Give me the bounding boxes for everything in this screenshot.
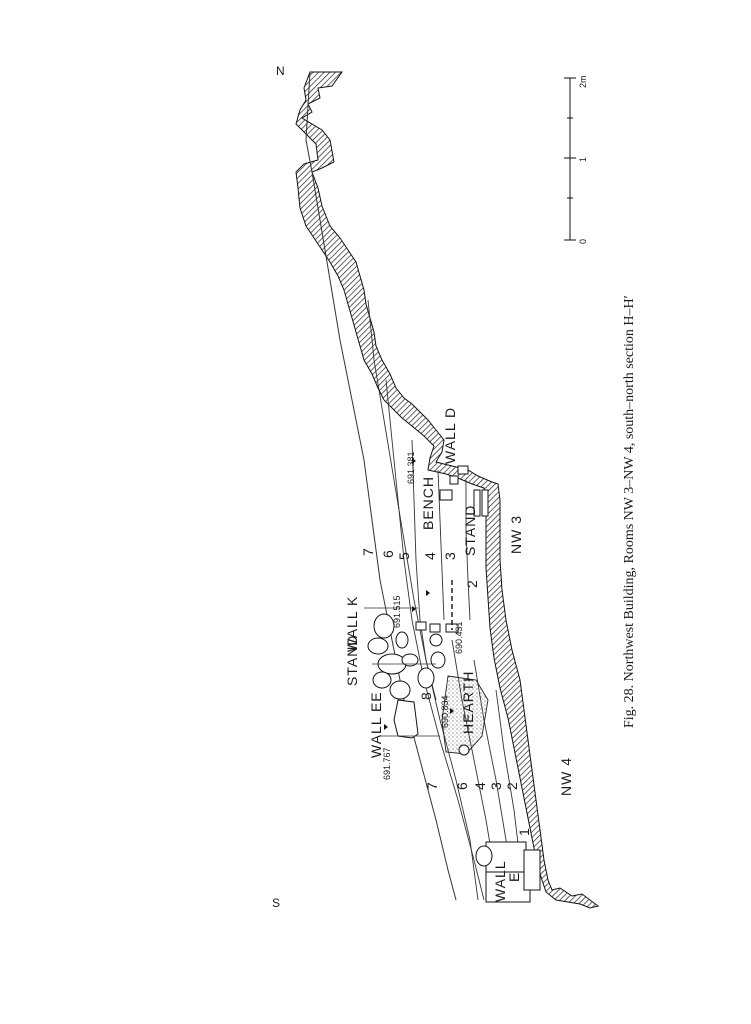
layer-nw4-1: 1 xyxy=(516,827,532,836)
hearth-stone xyxy=(458,744,470,756)
layer-nw4-2: 2 xyxy=(504,781,520,790)
layer-nw3-3: 3 xyxy=(442,551,458,560)
scale-label-1: 1 xyxy=(578,156,588,162)
scale-label-2m: 2m xyxy=(578,75,588,88)
layer-nw3-7: 7 xyxy=(360,547,376,556)
layer-nw4-4: 4 xyxy=(472,781,488,790)
room-nw3-label: NW 3 xyxy=(508,515,524,554)
layer-nw3-5: 5 xyxy=(396,551,412,560)
wall-d-label: WALL D xyxy=(442,406,458,464)
elevation-691-515: 691.515 xyxy=(392,595,402,628)
hearth-label: HEARTH xyxy=(460,670,476,734)
surface-line xyxy=(305,71,457,901)
layer-nw4-6: 6 xyxy=(454,781,470,790)
elevation-691-381: 691.381 xyxy=(406,451,416,484)
ground-profile-hatched xyxy=(295,71,600,909)
layer-nw3-2: 2 xyxy=(464,579,480,588)
south-label: S xyxy=(272,896,281,910)
layer-nw4-3: 3 xyxy=(488,781,504,790)
scale-bar xyxy=(564,77,576,241)
elevation-690-431: 690.431 xyxy=(454,621,464,654)
layer-nw4-8: 8 xyxy=(418,691,434,700)
wall-e-label-2: E xyxy=(506,871,522,882)
stand-nw3-label: STAND xyxy=(462,504,478,556)
north-label: N xyxy=(276,64,285,78)
bench-wall-d-masonry xyxy=(439,465,489,517)
room-nw4-label: NW 4 xyxy=(558,757,574,796)
elevation-691-767: 691.767 xyxy=(382,747,392,780)
stand-k-label: STAND xyxy=(344,634,360,686)
wall-e-stones xyxy=(475,841,541,903)
layer-nw4-7: 7 xyxy=(424,781,440,790)
figure-caption: Fig. 28. Northwest Building, Rooms NW 3–… xyxy=(622,295,637,728)
layer-nw3-4: 4 xyxy=(422,551,438,560)
scale-label-0: 0 xyxy=(578,238,588,244)
layer-nw3-6: 6 xyxy=(380,549,396,558)
elevation-690-834: 690.834 xyxy=(440,695,450,728)
hearth-deposit xyxy=(441,675,489,755)
elevation-arrows xyxy=(384,458,454,730)
wall-ee-stones xyxy=(393,633,446,739)
pointer-lines xyxy=(364,607,440,737)
bench-label: BENCH xyxy=(420,475,436,530)
